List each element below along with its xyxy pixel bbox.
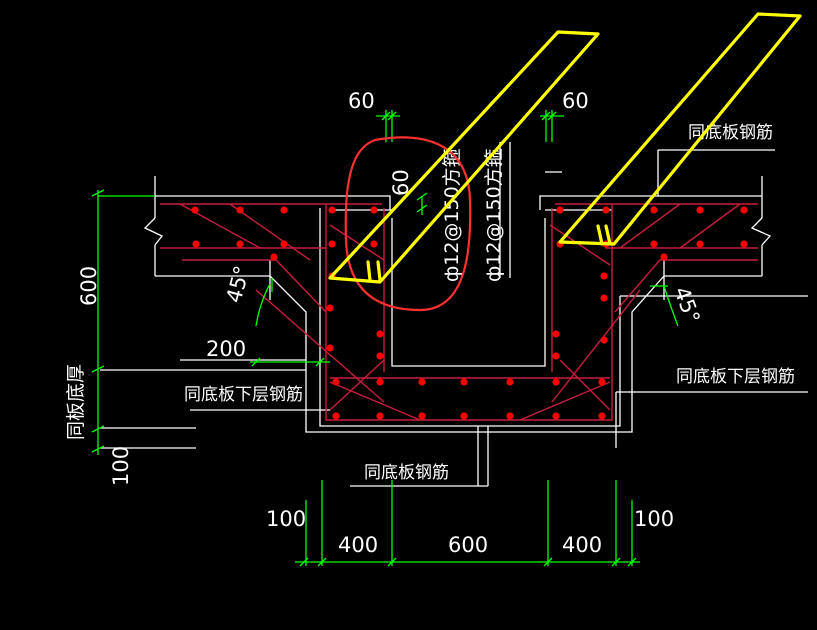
dim-offset-200: 200: [206, 337, 246, 361]
rebar-dot: [740, 240, 748, 248]
rebar-dot: [332, 412, 340, 420]
rebar-dot: [506, 412, 514, 420]
rebar-dot: [598, 378, 606, 386]
rebar-dot: [650, 240, 658, 248]
rebar-dot: [418, 378, 426, 386]
rebar-dot: [280, 240, 288, 248]
rebar-dot: [460, 378, 468, 386]
annotation-texts: ф12@150方箍 ф12@150方箍 同底板钢筋 同底板下层钢筋 同底板下层钢…: [184, 123, 795, 483]
highlight-markup: [328, 12, 802, 312]
concrete-outline: [100, 142, 808, 487]
dimension-texts: 60 60 60 600 同板底厚 100 200 100 400 600 40…: [65, 89, 705, 557]
rebar-dots: [191, 206, 748, 420]
rebar-dot: [326, 344, 334, 352]
rebar-dot: [370, 240, 378, 248]
dim-left-thickness-label: 同板底厚: [65, 364, 87, 440]
dim-top-right: 60: [562, 89, 589, 113]
rebar-dot: [506, 378, 514, 386]
note-lower-right: 同底板下层钢筋: [676, 367, 795, 387]
rebar-label-right: ф12@150方箍: [483, 148, 505, 282]
angle-left: 45°: [222, 263, 255, 305]
rebar-dot: [270, 253, 278, 261]
dimension-lines: [91, 110, 679, 567]
rebar-dot: [552, 378, 560, 386]
rebar-dot: [326, 304, 334, 312]
angle-right: 45°: [669, 284, 704, 327]
rebar-dot: [328, 206, 336, 214]
rebar-dot: [236, 240, 244, 248]
rebar-dot: [696, 240, 704, 248]
red-circle-highlight: [344, 136, 472, 312]
dim-left-height: 600: [77, 266, 101, 306]
dim-top-left: 60: [348, 89, 375, 113]
rebar-dot: [236, 206, 244, 214]
rebar-dot: [370, 206, 378, 214]
rebar-dot: [660, 253, 668, 261]
note-bottom: 同底板钢筋: [364, 463, 449, 483]
rebar-dot: [552, 330, 560, 338]
rebar-dot: [418, 412, 426, 420]
rebar-dot: [460, 412, 468, 420]
note-lower-left: 同底板下层钢筋: [184, 385, 303, 405]
rebar-dot: [600, 294, 608, 302]
rebar-dot: [376, 330, 384, 338]
yellow-arrow-right: [558, 12, 802, 246]
rebar-dot: [191, 206, 199, 214]
rebar-dot: [552, 412, 560, 420]
dim-left-bottom: 100: [109, 446, 133, 486]
dim-bottom-600: 600: [448, 533, 488, 557]
rebar-dot: [740, 206, 748, 214]
rebar-dot: [376, 412, 384, 420]
rebar-dot: [650, 206, 658, 214]
rebar-dot: [696, 206, 704, 214]
rebar-dot: [332, 378, 340, 386]
rebar-dot: [280, 206, 288, 214]
rebar-label-left: ф12@150方箍: [441, 148, 463, 282]
dim-bottom-400-left: 400: [338, 533, 378, 557]
dim-bottom-100-left: 100: [266, 507, 306, 531]
rebar-dot: [600, 336, 608, 344]
yellow-arrow-left: [328, 30, 600, 284]
rebar-dot: [376, 378, 384, 386]
dim-bottom-400-right: 400: [562, 533, 602, 557]
rebar-dot: [376, 352, 384, 360]
rebar-dot: [552, 352, 560, 360]
rebar-dot: [328, 240, 336, 248]
rebar-dot: [556, 206, 564, 214]
dim-bottom-100-right: 100: [634, 507, 674, 531]
rebar-dot: [192, 240, 200, 248]
rebar-dot: [598, 412, 606, 420]
rebar-dot: [602, 206, 610, 214]
rebar-dot: [600, 272, 608, 280]
